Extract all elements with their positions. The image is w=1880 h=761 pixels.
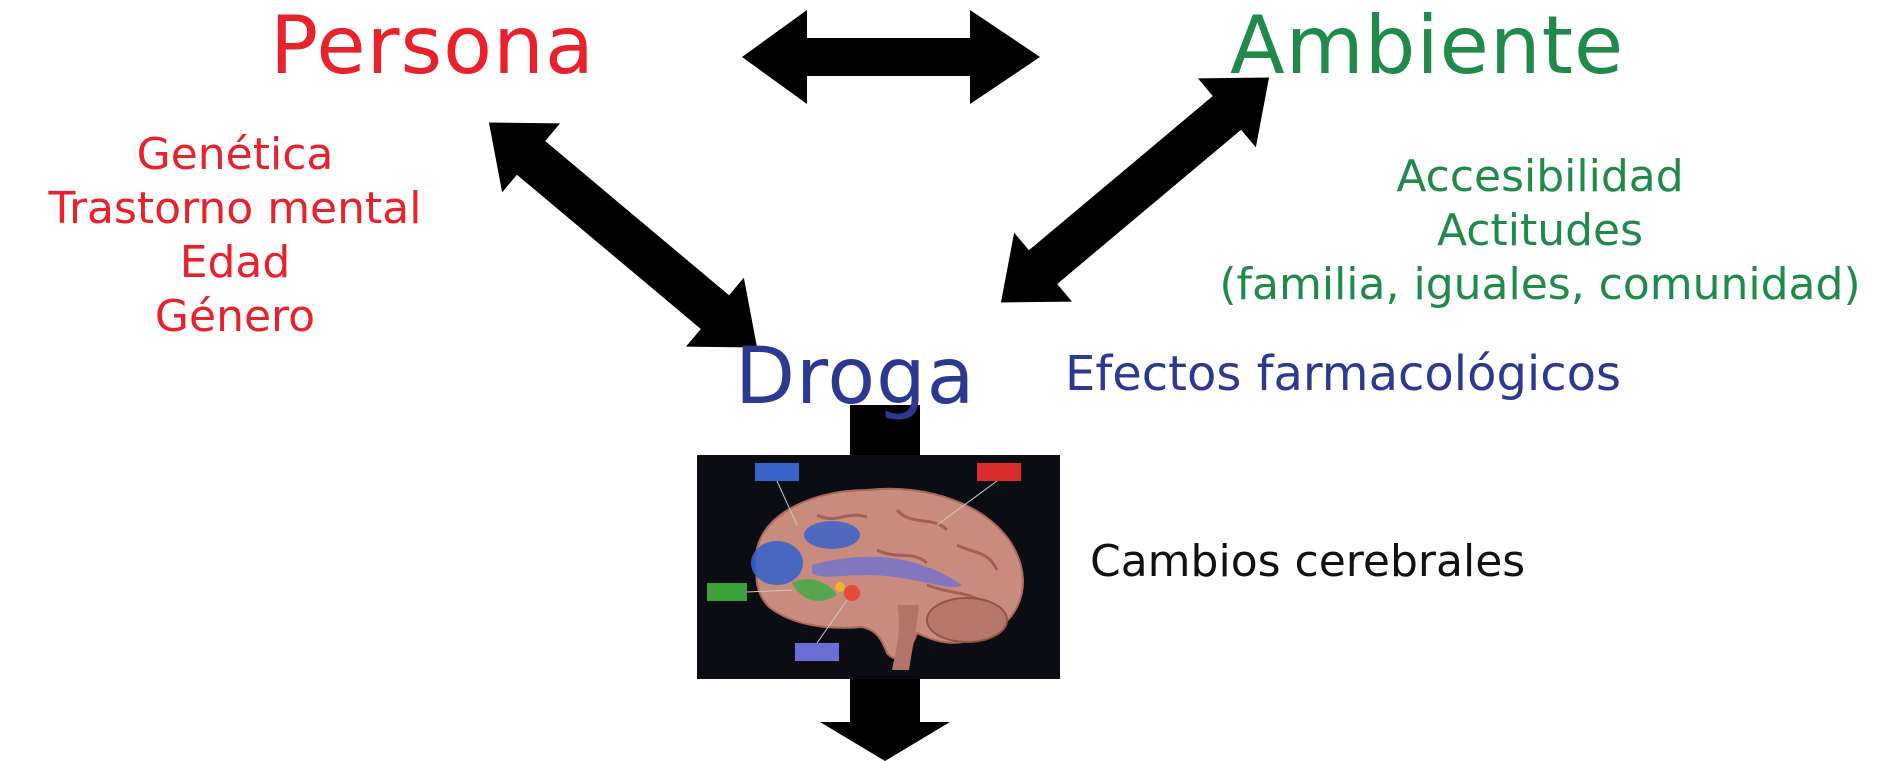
persona-factor: Género bbox=[154, 291, 316, 342]
brain-caption: Cambios cerebrales bbox=[1090, 536, 1526, 587]
ambiente-title: Ambiente bbox=[1230, 0, 1625, 92]
ambiente-factor: (familia, iguales, comunidad) bbox=[1219, 259, 1861, 310]
ambiente-factor: Accesibilidad bbox=[1396, 151, 1684, 202]
droga-title: Droga bbox=[735, 332, 976, 422]
arrow-droga-brain bbox=[850, 405, 920, 460]
arrow-persona-ambiente bbox=[742, 10, 1040, 104]
droga-subtitle: Efectos farmacológicos bbox=[1065, 346, 1622, 402]
persona-factor: Genética bbox=[136, 129, 334, 180]
persona-factor: Trastorno mental bbox=[48, 183, 422, 234]
ambiente-factor: Actitudes bbox=[1436, 205, 1644, 256]
persona-factor-list: Genética Trastorno mental Edad Género bbox=[0, 128, 470, 344]
persona-factor: Edad bbox=[179, 237, 291, 288]
brain-illustration bbox=[707, 463, 1024, 670]
arrow-down-outcome bbox=[820, 675, 950, 761]
arrow-ambiente-droga bbox=[1000, 77, 1270, 303]
persona-title: Persona bbox=[270, 0, 595, 92]
ambiente-factor-list: Accesibilidad Actitudes (familia, iguale… bbox=[1200, 150, 1880, 312]
arrow-persona-droga bbox=[488, 122, 758, 348]
brain-image bbox=[697, 455, 1060, 679]
